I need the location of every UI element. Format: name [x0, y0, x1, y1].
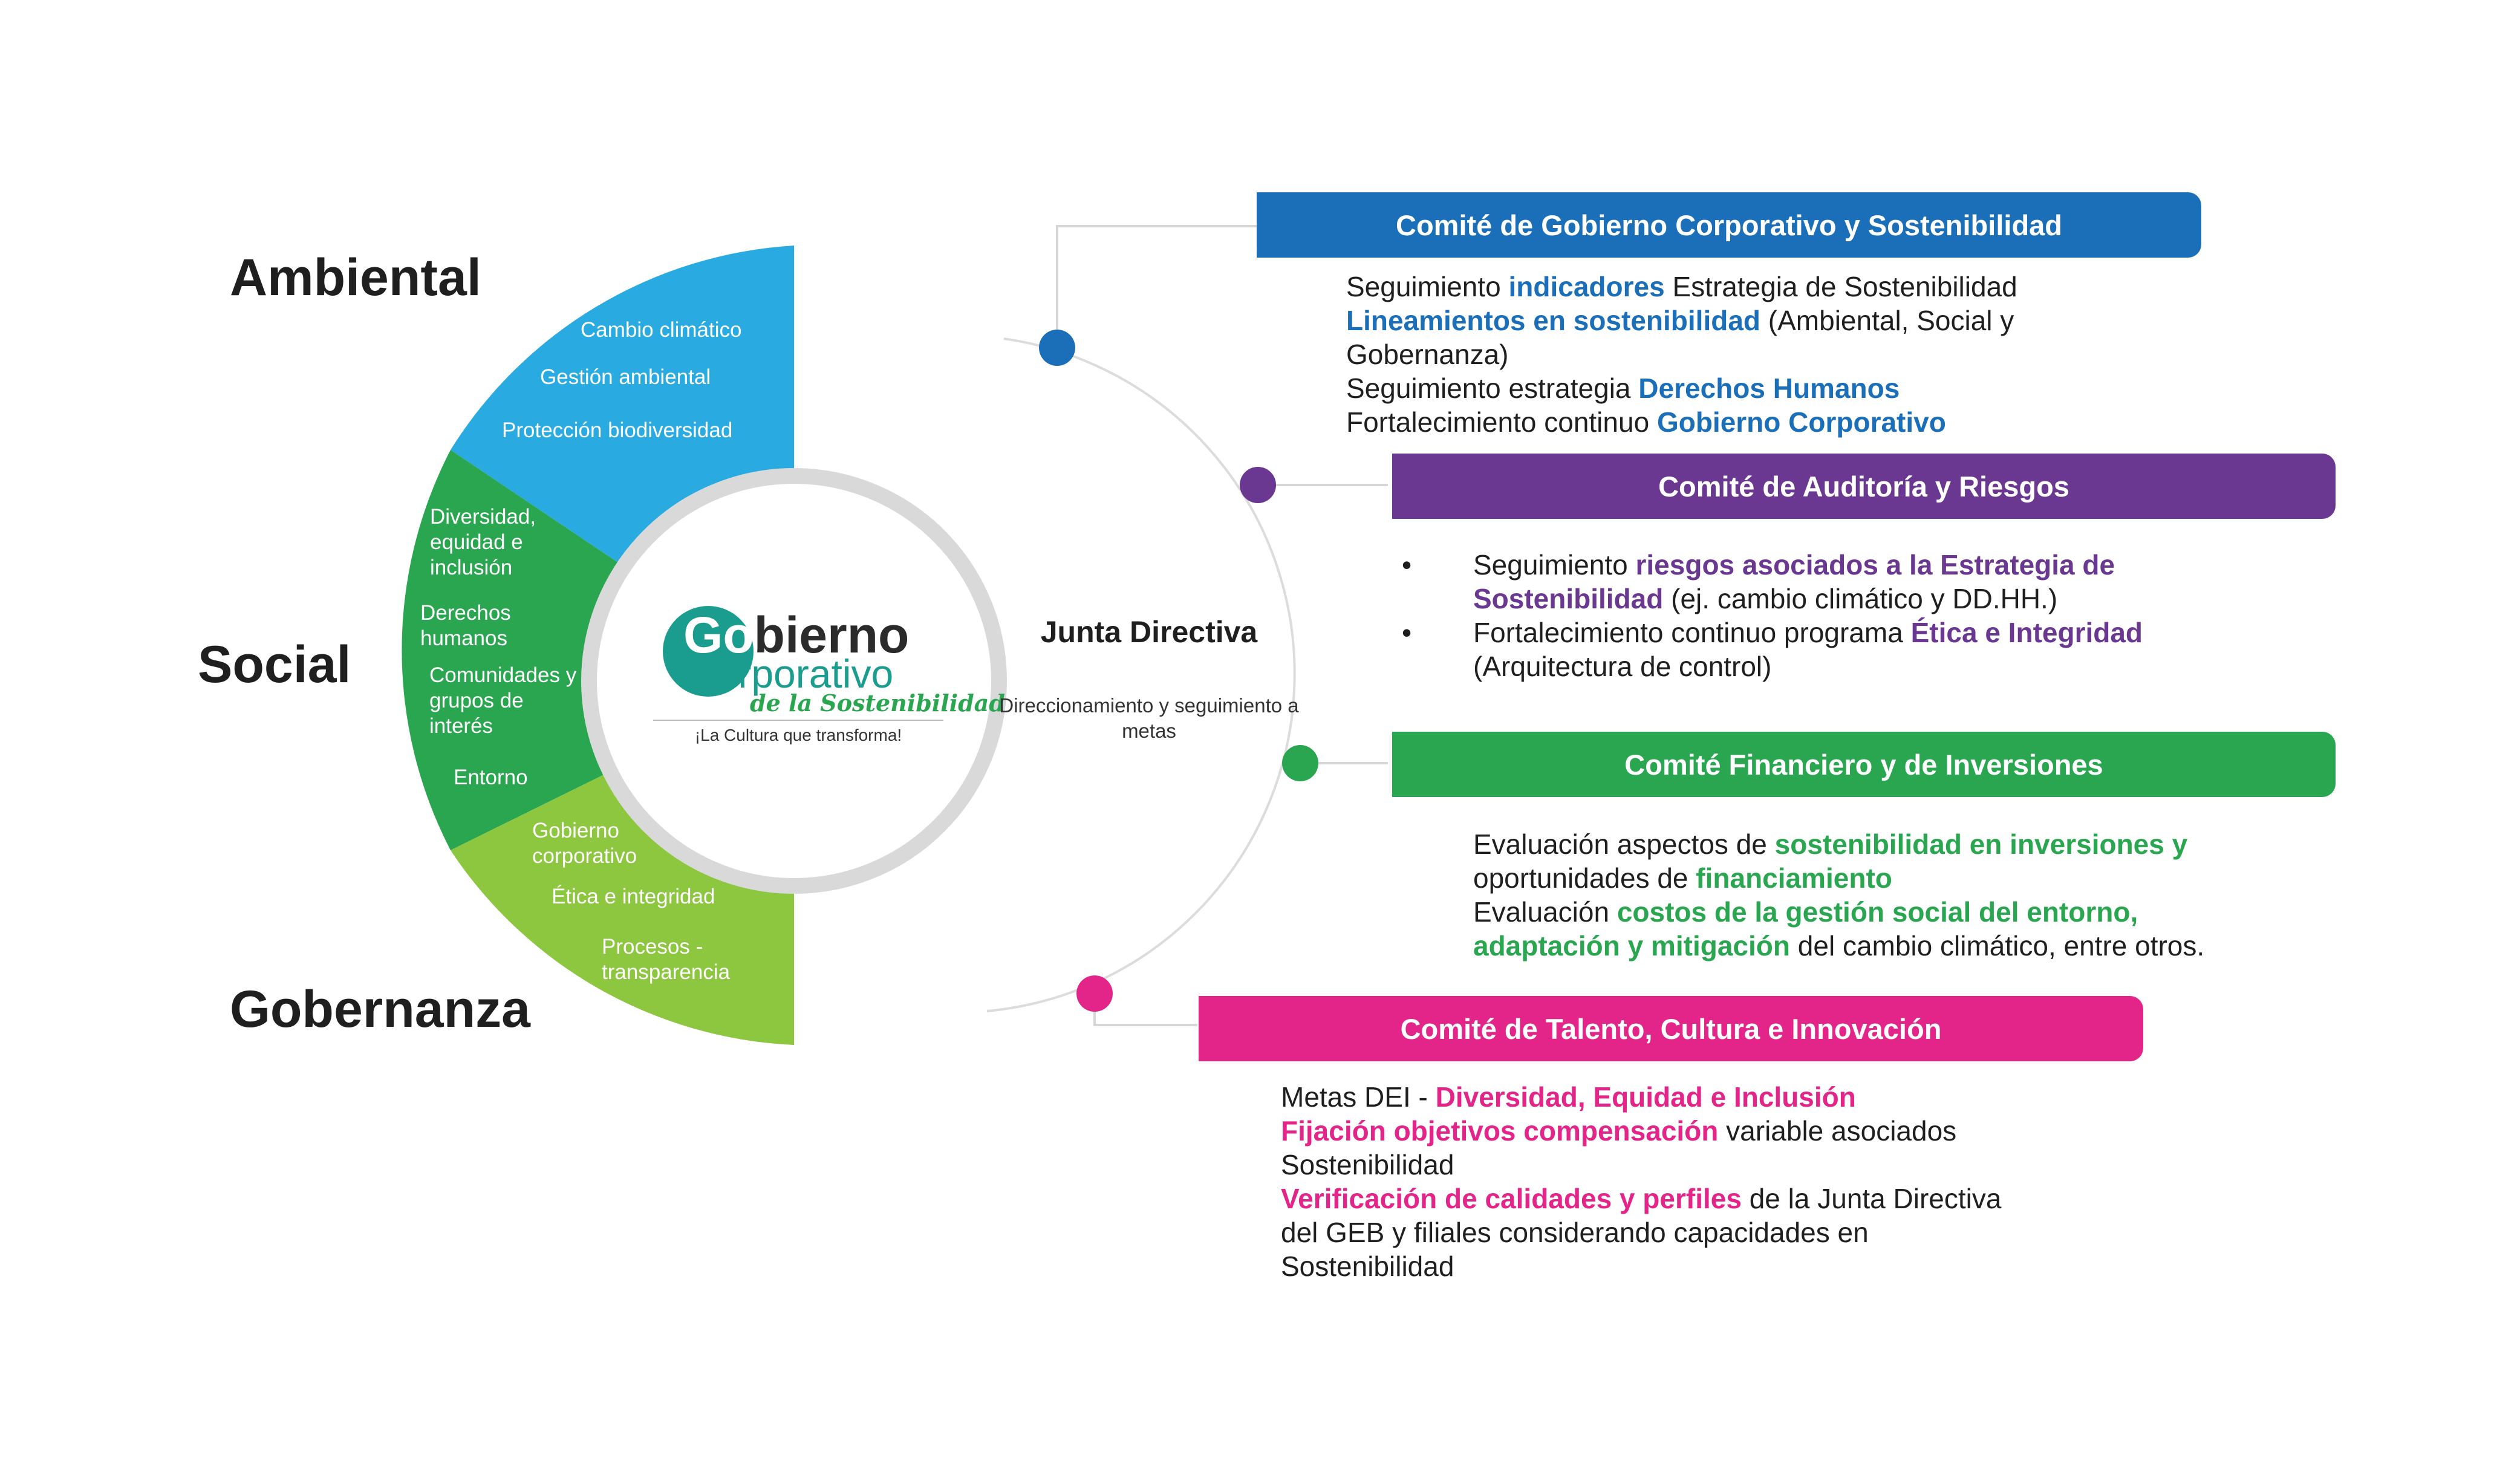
- highlight-text: costos de la gestión social del entorno,: [1617, 896, 2138, 928]
- highlight-text: Derechos Humanos: [1638, 373, 1900, 404]
- highlight-text: Sostenibilidad: [1473, 583, 1664, 614]
- committee-1-body: Seguimiento indicadores Estrategia de So…: [1346, 270, 2193, 439]
- body-text: Fortalecimiento continuo: [1346, 406, 1657, 438]
- body-text: variable asociados: [1718, 1115, 1957, 1147]
- highlight-text: financiamiento: [1696, 862, 1892, 894]
- logo-circle: [663, 606, 754, 697]
- committee-2-line: Sostenibilidad (ej. cambio climático y D…: [1473, 582, 2320, 616]
- body-text: Estrategia de Sostenibilidad: [1664, 271, 2017, 302]
- committee-2-title: Comité de Auditoría y Riesgos: [1658, 470, 2069, 503]
- ambiental-item-2: Gestión ambiental: [540, 365, 711, 389]
- committee-4-line: Sostenibilidad: [1281, 1249, 2128, 1283]
- committee-1-title: Comité de Gobierno Corporativo y Sosteni…: [1396, 209, 2062, 241]
- board-arc: [986, 337, 1296, 1012]
- ambiental-item-1: Cambio climático: [581, 318, 742, 342]
- social-item-2: Derechos humanos: [420, 601, 511, 650]
- highlight-text: Lineamientos en sostenibilidad: [1346, 305, 1761, 336]
- board-title: Junta Directiva: [1040, 615, 1258, 649]
- committee-3-line: oportunidades de financiamiento: [1473, 861, 2350, 895]
- body-text: Sostenibilidad: [1281, 1149, 1454, 1180]
- body-text: Gobernanza): [1346, 339, 1509, 370]
- logo-tagline: ¡La Cultura que transforma!: [694, 726, 902, 744]
- body-text: Sostenibilidad: [1281, 1251, 1454, 1282]
- logo-go: Go: [683, 607, 754, 663]
- gobernanza-title: Gobernanza: [230, 980, 530, 1038]
- logo-wordmark: Gobierno: [683, 605, 909, 665]
- body-text: del GEB y filiales considerando capacida…: [1281, 1217, 1869, 1248]
- logo-ring: [581, 468, 1007, 894]
- social-item-3: Comunidades y grupos de interés: [429, 663, 577, 738]
- body-text: Fortalecimiento continuo programa: [1473, 617, 1911, 648]
- gobernanza-item-3: Procesos - transparencia: [602, 935, 731, 984]
- ambiental-title: Ambiental: [230, 249, 481, 307]
- committee-1-line: Gobernanza): [1346, 337, 2193, 371]
- committee-2-dot: [1240, 467, 1276, 503]
- committee-4-header: Comité de Talento, Cultura e Innovación: [1199, 996, 2143, 1061]
- committee-4-title: Comité de Talento, Cultura e Innovación: [1400, 1012, 1942, 1045]
- committee-4-line: Verificación de calidades y perfiles de …: [1281, 1182, 2128, 1216]
- committee-1-line: Seguimiento indicadores Estrategia de So…: [1346, 270, 2193, 304]
- gobernanza-item-2: Ética e integridad: [552, 885, 715, 908]
- highlight-text: Fijación objetivos compensación: [1281, 1115, 1719, 1147]
- committee-2-line: • Seguimiento riesgos asociados a la Estr…: [1402, 548, 2320, 582]
- bullet-marker: •: [1402, 617, 1412, 648]
- committee-2-body: • Seguimiento riesgos asociados a la Estr…: [1402, 548, 2320, 683]
- committee-1-line: Seguimiento estrategia Derechos Humanos: [1346, 371, 2193, 405]
- body-text: (Ambiental, Social y: [1760, 305, 2014, 336]
- committee-4-line: del GEB y filiales considerando capacida…: [1281, 1216, 2128, 1249]
- logo-bierno: bierno: [754, 607, 910, 663]
- committee-1-header: Comité de Gobierno Corporativo y Sosteni…: [1257, 192, 2201, 258]
- highlight-text: indicadores: [1508, 271, 1665, 302]
- committee-3-title: Comité Financiero y de Inversiones: [1624, 748, 2103, 781]
- body-text: Metas DEI -: [1281, 1081, 1436, 1113]
- logo: Gobierno Corporativo de la Sostenibilida…: [653, 599, 1005, 756]
- highlight-text: Ética e Integridad: [1910, 617, 2143, 648]
- committee-4-line: Sostenibilidad: [1281, 1148, 2128, 1182]
- highlight-text: Gobierno Corporativo: [1656, 406, 1946, 438]
- committee-2-line: (Arquitectura de control): [1473, 649, 2320, 683]
- highlight-text: Verificación de calidades y perfiles: [1281, 1183, 1742, 1214]
- committee-1-line: Fortalecimiento continuo Gobierno Corpor…: [1346, 405, 2193, 439]
- logo-script: de la Sostenibilidad: [750, 689, 1005, 717]
- connector-1: [1056, 225, 1257, 347]
- committee-4-line: Metas DEI - Diversidad, Equidad e Inclus…: [1281, 1080, 2128, 1114]
- committee-1-line: Lineamientos en sostenibilidad (Ambienta…: [1346, 304, 2193, 337]
- body-text: Evaluación aspectos de: [1473, 828, 1775, 860]
- body-text: Evaluación: [1473, 896, 1617, 928]
- committee-3-header: Comité Financiero y de Inversiones: [1392, 732, 2336, 797]
- ambiental-item-3: Protección biodiversidad: [502, 418, 733, 442]
- body-text: de la Junta Directiva: [1741, 1183, 2002, 1214]
- highlight-text: riesgos asociados a la Estrategia de: [1635, 549, 2115, 581]
- gobernanza-item-1: Gobierno corporativo: [532, 819, 637, 868]
- social-title: Social: [198, 636, 351, 694]
- committee-3-line: Evaluación costos de la gestión social d…: [1473, 895, 2350, 929]
- logo-divider: [653, 720, 943, 721]
- body-text: oportunidades de: [1473, 862, 1696, 894]
- highlight-text: Diversidad, Equidad e Inclusión: [1435, 1081, 1856, 1113]
- committee-1-dot: [1039, 330, 1075, 366]
- body-text: Seguimiento estrategia: [1346, 373, 1639, 404]
- committee-3-body: Evaluación aspectos de sostenibilidad en…: [1473, 827, 2350, 963]
- committee-2-header: Comité de Auditoría y Riesgos: [1392, 454, 2336, 519]
- highlight-text: adaptación y mitigación: [1473, 930, 1790, 962]
- social-item-4: Entorno: [454, 766, 528, 789]
- committee-4-body: Metas DEI - Diversidad, Equidad e Inclus…: [1281, 1080, 2128, 1283]
- logo-corporativo: Corporativo: [687, 651, 894, 696]
- committee-3-line: Evaluación aspectos de sostenibilidad en…: [1473, 827, 2350, 861]
- committee-2-line: • Fortalecimiento continuo programa Ética…: [1402, 616, 2320, 649]
- committee-3-dot: [1282, 745, 1318, 781]
- body-text: Seguimiento: [1346, 271, 1509, 302]
- body-text: Seguimiento: [1473, 549, 1636, 581]
- highlight-text: sostenibilidad en inversiones y: [1774, 828, 2188, 860]
- committee-3-line: adaptación y mitigación del cambio climá…: [1473, 929, 2350, 963]
- bullet-marker: •: [1402, 549, 1412, 581]
- body-text: del cambio climático, entre otros.: [1790, 930, 2205, 962]
- board-subtitle: Direccionamiento y seguimiento a metas: [999, 694, 1299, 742]
- committee-4-dot: [1076, 975, 1113, 1012]
- body-text: (ej. cambio climático y DD.HH.): [1663, 583, 2058, 614]
- committee-4-line: Fijación objetivos compensación variable…: [1281, 1114, 2128, 1148]
- social-item-1: Diversidad, equidad e inclusión: [430, 505, 536, 579]
- body-text: (Arquitectura de control): [1473, 651, 1772, 682]
